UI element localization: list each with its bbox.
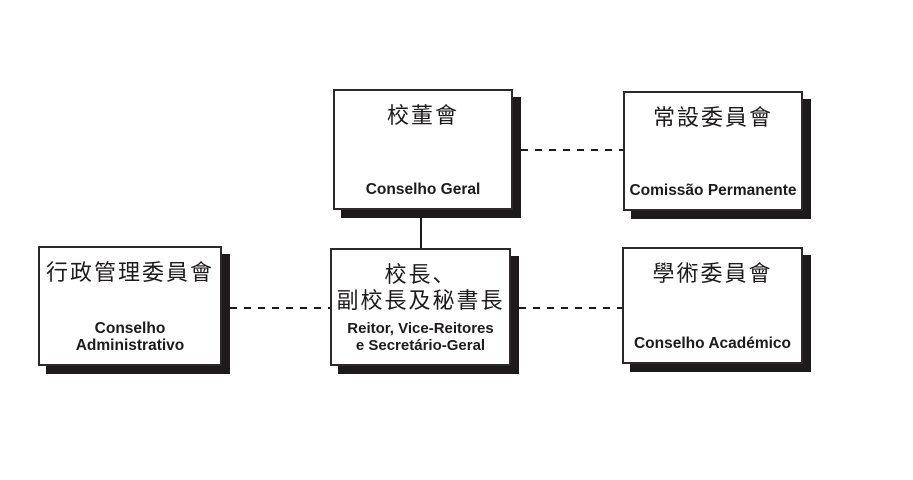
node-conselho-geral: 校董會 Conselho Geral [333,89,513,210]
node-conselho-geral-title-zh: 校董會 [386,103,459,128]
node-conselho-geral-title-pt: Conselho Geral [365,181,481,198]
connector-dashed-administrativo-to-reitor [230,307,330,309]
node-conselho-academico-title-zh: 學術委員會 [652,261,773,286]
node-reitor-vice-reitores-secretario-geral: 校長、 副校長及秘書長 Reitor, Vice-Reitores e Secr… [330,248,511,366]
node-comissao-permanente: 常設委員會 Comissão Permanente [623,91,803,211]
node-conselho-academico: 學術委員會 Conselho Académico [622,247,803,364]
node-comissao-permanente-title-pt: Comissão Permanente [629,182,797,199]
node-reitor-title-zh: 校長、 副校長及秘書長 [336,262,505,313]
connector-solid-geral-to-reitor [420,210,422,248]
connector-dashed-geral-to-permanente [521,149,623,151]
node-reitor-title-pt: Reitor, Vice-Reitores e Secretário-Geral [347,320,494,354]
connector-dashed-reitor-to-academico [519,307,622,309]
node-comissao-permanente-title-zh: 常設委員會 [652,105,773,130]
node-conselho-administrativo-title-pt: Conselho Administrativo [75,320,185,354]
node-conselho-administrativo: 行政管理委員會 Conselho Administrativo [38,246,222,366]
node-conselho-academico-title-pt: Conselho Académico [633,335,792,352]
node-conselho-administrativo-title-zh: 行政管理委員會 [45,260,214,285]
